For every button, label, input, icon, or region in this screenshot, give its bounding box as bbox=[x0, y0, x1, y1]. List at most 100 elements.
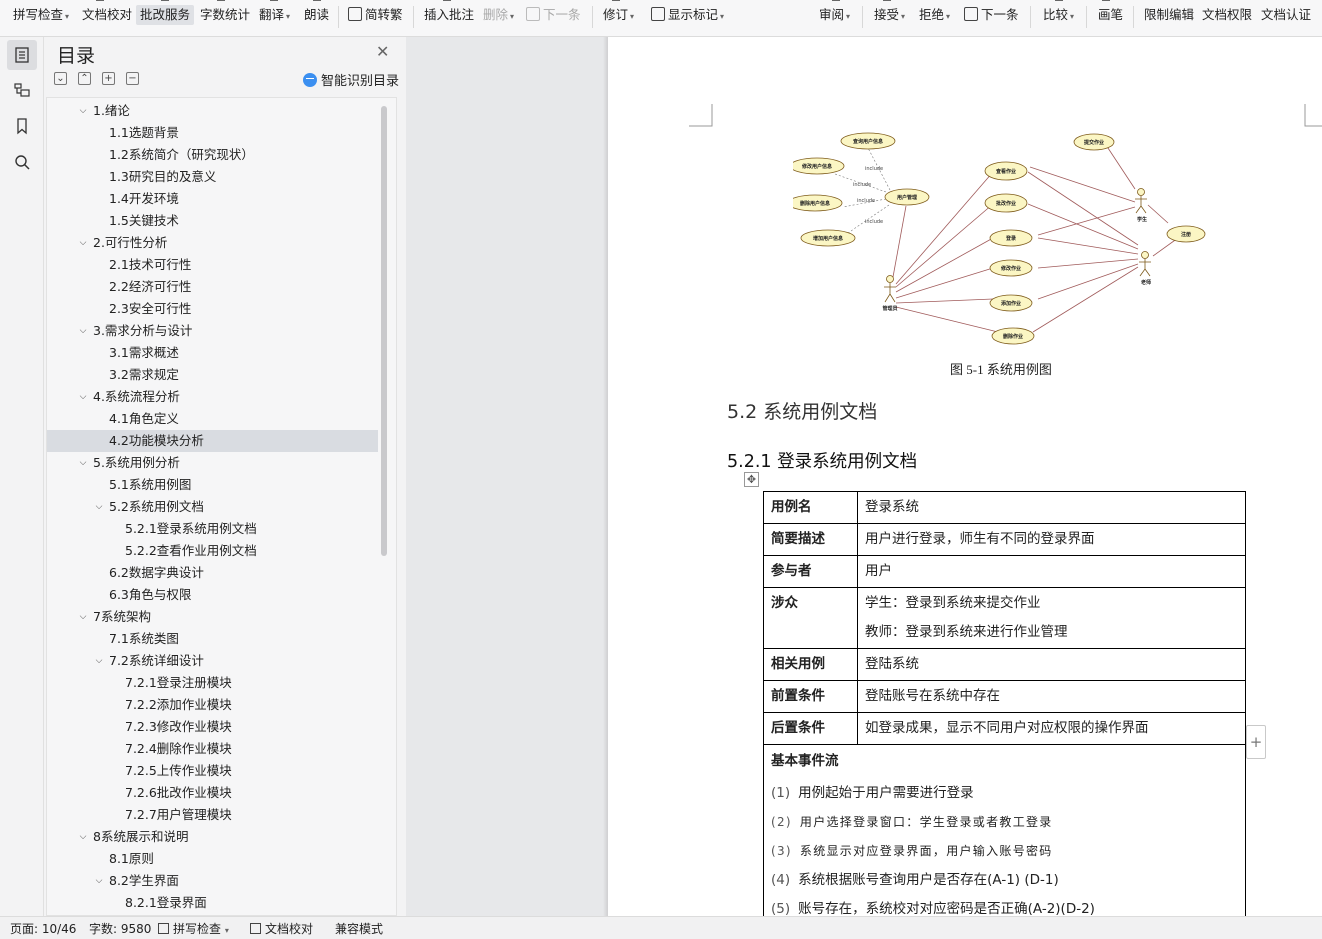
reject-button[interactable]: 拒绝▾ bbox=[919, 7, 951, 22]
svg-text:添加作业: 添加作业 bbox=[1001, 300, 1021, 307]
toc-item[interactable]: ⌵5.2系统用例文档 bbox=[47, 496, 377, 518]
read-aloud-button[interactable]: 朗读 bbox=[304, 7, 330, 22]
next-comment-button[interactable]: 下一条 bbox=[524, 5, 583, 25]
compare-button[interactable]: 比较▾ bbox=[1043, 7, 1075, 22]
toc-item[interactable]: 6.2数据字典设计 bbox=[47, 562, 377, 584]
doc-proofread-button[interactable]: 文档校对 bbox=[82, 7, 133, 22]
toc-item[interactable]: 7.2.6批改作业模块 bbox=[47, 782, 377, 804]
toc-item[interactable]: 5.1系统用例图 bbox=[47, 474, 377, 496]
toc-item[interactable]: 4.2功能模块分析 bbox=[47, 430, 378, 452]
word-count-button[interactable]: 字数统计 bbox=[200, 7, 251, 22]
toc-item[interactable]: 3.1需求概述 bbox=[47, 342, 377, 364]
insert-comment-button[interactable]: 插入批注 bbox=[424, 7, 475, 22]
toc-item[interactable]: 1.2系统简介（研究现状） bbox=[47, 144, 377, 166]
subsection-heading: 5.2.1 登录系统用例文档 bbox=[727, 452, 918, 472]
doc-certify-button[interactable]: 文档认证 bbox=[1261, 7, 1312, 22]
delete-comment-button[interactable]: 删除▾ bbox=[483, 7, 515, 22]
chevron-down-icon[interactable]: ⌵ bbox=[95, 502, 103, 512]
status-spell-check[interactable]: 拼写检查 ▾ bbox=[158, 920, 229, 937]
toc-item-label: 7.2.3修改作业模块 bbox=[125, 719, 232, 734]
page-indicator[interactable]: 页面: 10/46 bbox=[10, 922, 77, 936]
table-row: 简要描述 用户进行登录，师生有不同的登录界面 bbox=[763, 523, 1246, 556]
toc-item[interactable]: 7.2.4删除作业模块 bbox=[47, 738, 377, 760]
toc-item[interactable]: 1.1选题背景 bbox=[47, 122, 377, 144]
translate-button[interactable]: 翻译▾ bbox=[259, 7, 291, 22]
chevron-down-icon[interactable]: ⌵ bbox=[95, 656, 103, 666]
svg-text:include: include bbox=[865, 166, 883, 172]
chevron-down-icon[interactable]: ⌵ bbox=[79, 392, 87, 402]
toc-item[interactable]: ⌵4.系统流程分析 bbox=[47, 386, 377, 408]
chevron-down-icon[interactable]: ⌵ bbox=[79, 238, 87, 248]
next-change-button[interactable]: 下一条 bbox=[962, 5, 1021, 25]
remove-heading-icon[interactable]: − bbox=[126, 72, 139, 85]
toc-item[interactable]: 7.2.7用户管理模块 bbox=[47, 804, 377, 826]
toc-item[interactable]: 2.1技术可行性 bbox=[47, 254, 377, 276]
track-changes-button[interactable]: 修订▾ bbox=[603, 7, 635, 22]
toc-item[interactable]: 8.1原则 bbox=[47, 848, 377, 870]
toc-item[interactable]: ⌵8系统展示和说明 bbox=[47, 826, 377, 848]
toc-item[interactable]: 2.3安全可行性 bbox=[47, 298, 377, 320]
toc-item[interactable]: 7.2.1登录注册模块 bbox=[47, 672, 377, 694]
revision-service-button[interactable]: 批改服务 bbox=[136, 5, 195, 25]
collapse-all-icon[interactable]: ⌄ bbox=[54, 72, 67, 85]
toc-item-label: 7.2.4删除作业模块 bbox=[125, 741, 232, 756]
toc-item[interactable]: 4.1角色定义 bbox=[47, 408, 377, 430]
toc-item-label: 3.需求分析与设计 bbox=[93, 323, 193, 338]
add-column-button[interactable]: + bbox=[1246, 725, 1266, 759]
toc-item[interactable]: 1.5关键技术 bbox=[47, 210, 377, 232]
chevron-down-icon[interactable]: ⌵ bbox=[79, 326, 87, 336]
toc-item-label: 1.绪论 bbox=[93, 103, 130, 118]
accept-button[interactable]: 接受▾ bbox=[874, 7, 906, 22]
review-button[interactable]: 审阅▾ bbox=[819, 7, 851, 22]
toc-item-label: 7.2.7用户管理模块 bbox=[125, 807, 232, 822]
toc-item[interactable]: 3.2需求规定 bbox=[47, 364, 377, 386]
toc-item[interactable]: 2.2经济可行性 bbox=[47, 276, 377, 298]
table-value-cell: 登录系统 bbox=[857, 491, 1246, 524]
toc-item[interactable]: 7.1系统类图 bbox=[47, 628, 377, 650]
document-page[interactable]: include include include include 查询用户信息 修… bbox=[608, 37, 1322, 916]
table-row: 基本事件流 (1)用例起始于用户需要进行登录 (2)用户选择登录窗口：学生登录或… bbox=[763, 744, 1246, 916]
toc-item[interactable]: 7.2.2添加作业模块 bbox=[47, 694, 377, 716]
add-heading-icon[interactable]: + bbox=[102, 72, 115, 85]
structure-view-button[interactable] bbox=[7, 75, 37, 105]
toc-item[interactable]: 7.2.3修改作业模块 bbox=[47, 716, 377, 738]
chevron-down-icon[interactable]: ⌵ bbox=[95, 876, 103, 886]
search-view-button[interactable] bbox=[7, 147, 37, 177]
toc-item[interactable]: ⌵ 1.绪论 bbox=[47, 100, 377, 122]
toc-item[interactable]: ⌵7.2系统详细设计 bbox=[47, 650, 377, 672]
toc-item[interactable]: ⌵ 3.需求分析与设计 bbox=[47, 320, 377, 342]
toc-item[interactable]: 7.2.5上传作业模块 bbox=[47, 760, 377, 782]
toc-item[interactable]: 1.3研究目的及意义 bbox=[47, 166, 377, 188]
toc-item[interactable]: 1.4开发环境 bbox=[47, 188, 377, 210]
status-doc-proofread[interactable]: 文档校对 bbox=[250, 920, 313, 937]
smart-toc-button[interactable]: 智能识别目录 bbox=[303, 70, 399, 89]
toc-view-button[interactable] bbox=[7, 40, 37, 70]
show-markup-button[interactable]: 显示标记▾ bbox=[649, 5, 726, 25]
word-count-indicator[interactable]: 字数: 9580 bbox=[89, 922, 152, 936]
toc-item[interactable]: ⌵2.可行性分析 bbox=[47, 232, 377, 254]
chevron-down-icon[interactable]: ⌵ bbox=[79, 612, 87, 622]
svg-text:管理员: 管理员 bbox=[882, 305, 897, 312]
toc-item[interactable]: 6.3角色与权限 bbox=[47, 584, 377, 606]
simp-trad-button[interactable]: 简转繁 bbox=[346, 5, 405, 25]
chevron-down-icon[interactable]: ⌵ bbox=[79, 458, 87, 468]
toc-scrollbar[interactable] bbox=[381, 106, 387, 556]
expand-level-icon[interactable]: ⌃ bbox=[78, 72, 91, 85]
close-icon[interactable]: ✕ bbox=[376, 42, 390, 61]
toc-item[interactable]: 5.2.1登录系统用例文档 bbox=[47, 518, 377, 540]
table-move-handle[interactable]: ✥ bbox=[744, 472, 759, 487]
toc-item[interactable]: 8.2.1登录界面 bbox=[47, 892, 377, 914]
toc-item[interactable]: ⌵8.2学生界面 bbox=[47, 870, 377, 892]
bookmark-view-button[interactable] bbox=[7, 111, 37, 141]
doc-permission-button[interactable]: 文档权限 bbox=[1202, 7, 1253, 22]
restrict-edit-button[interactable]: 限制编辑 bbox=[1144, 7, 1195, 22]
chevron-down-icon[interactable]: ⌵ bbox=[79, 832, 87, 842]
toc-item[interactable]: ⌵7系统架构 bbox=[47, 606, 377, 628]
toc-item[interactable]: 5.2.2查看作业用例文档 bbox=[47, 540, 377, 562]
stakeholder-line: 学生：登录到系统来提交作业 bbox=[865, 595, 1041, 611]
chevron-down-icon[interactable]: ⌵ bbox=[79, 106, 87, 116]
pen-button[interactable]: 画笔 bbox=[1098, 7, 1124, 22]
spell-check-button[interactable]: 拼写检查▾ bbox=[13, 7, 70, 22]
toc-item[interactable]: ⌵5.系统用例分析 bbox=[47, 452, 377, 474]
